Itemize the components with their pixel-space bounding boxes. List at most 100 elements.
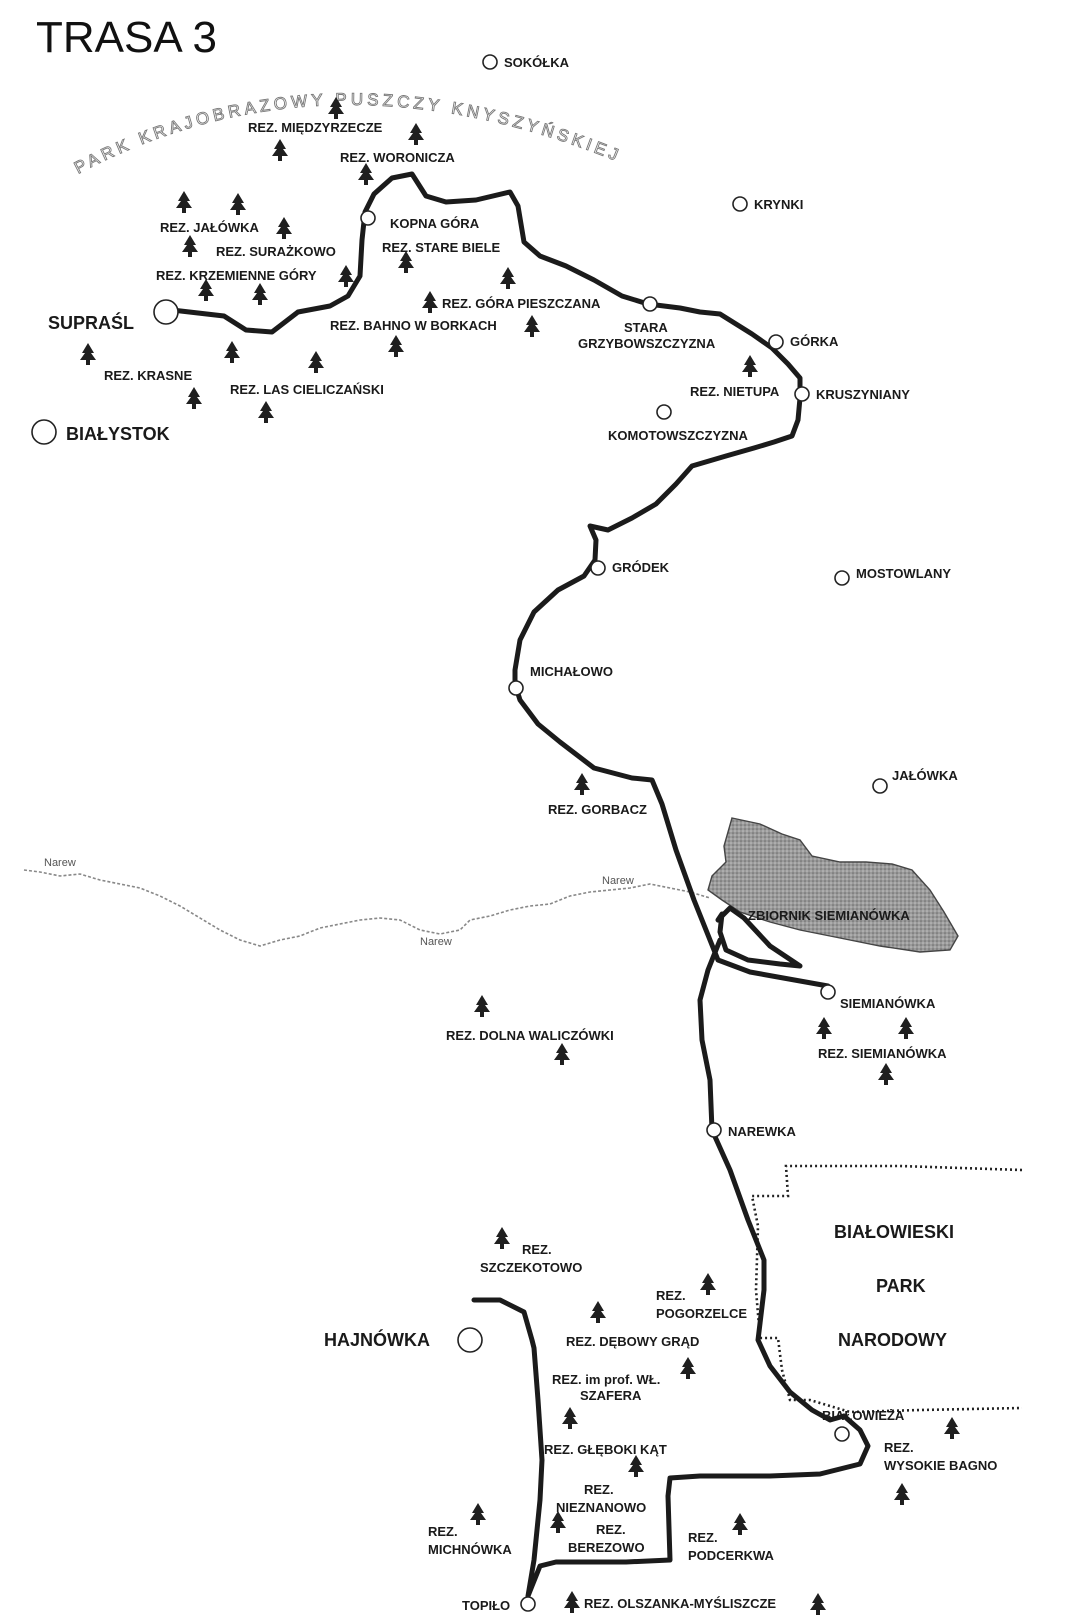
tree-icon xyxy=(590,1301,606,1323)
tree-icon xyxy=(628,1455,644,1477)
hajnowka-label: HAJNÓWKA xyxy=(324,1329,430,1350)
rez-szafera-line2: SZAFERA xyxy=(580,1388,642,1403)
route-to-bialowieza xyxy=(697,937,847,1423)
grodek-label: GRÓDEK xyxy=(612,560,670,575)
bialystok-marker xyxy=(31,419,57,445)
bialowieza-label: BIAŁOWIEŻA xyxy=(822,1408,905,1423)
rez-berezowo-line1: REZ. xyxy=(596,1522,626,1537)
siemianowka-reservoir xyxy=(707,817,959,953)
rez-podcerkwa-line2: PODCERKWA xyxy=(688,1548,775,1563)
reservoir-label: ZBIORNIK SIEMIANÓWKA xyxy=(748,908,910,923)
national-park-line2: PARK xyxy=(876,1276,926,1296)
tree-icon xyxy=(810,1593,826,1615)
rez-bahno-label: REZ. BAHNO W BORKACH xyxy=(330,318,497,333)
komotowszczyzna-label: KOMOTOWSZCZYZNA xyxy=(608,428,748,443)
rez-krasne-label: REZ. KRASNE xyxy=(104,368,192,383)
krynki-marker xyxy=(732,196,748,212)
rez-woronicza-label: REZ. WORONICZA xyxy=(340,150,455,165)
rez-nieznanowo-line2: NIEZNANOWO xyxy=(556,1500,646,1515)
tree-icon xyxy=(700,1273,716,1295)
tree-icon xyxy=(338,265,354,287)
tree-icon xyxy=(182,235,198,257)
tree-icon xyxy=(554,1043,570,1065)
kruszyniany-label: KRUSZYNIANY xyxy=(816,387,910,402)
tree-icon xyxy=(252,283,268,305)
grodek-marker xyxy=(590,560,606,576)
tree-icon xyxy=(894,1483,910,1505)
tree-icon xyxy=(308,351,324,373)
tree-icon xyxy=(524,315,540,337)
rez-dolna-waliczowki-label: REZ. DOLNA WALICZÓWKI xyxy=(446,1028,614,1043)
rez-wysokie-bagno-line2: WYSOKIE BAGNO xyxy=(884,1458,997,1473)
tree-icon xyxy=(258,401,274,423)
route-line xyxy=(169,171,803,963)
komotowszczyzna-marker xyxy=(656,404,672,420)
tree-icon xyxy=(944,1417,960,1439)
krynki-label: KRYNKI xyxy=(754,197,803,212)
route-reservoir-loop xyxy=(715,905,803,969)
route-to-siemianowka xyxy=(715,957,831,989)
tree-icon xyxy=(276,217,292,239)
rez-debowy-grad-label: REZ. DĘBOWY GRĄD xyxy=(566,1334,699,1349)
reserve-trees xyxy=(80,97,960,1615)
siemianowka-label: SIEMIANÓWKA xyxy=(840,996,936,1011)
rez-szczekotowo-line1: REZ. xyxy=(522,1242,552,1257)
tree-icon xyxy=(898,1017,914,1039)
narew-river xyxy=(23,869,711,947)
rez-las-cieliczanski-label: REZ. LAS CIELICZAŃSKI xyxy=(230,382,384,397)
national-park-line3: NARODOWY xyxy=(838,1330,947,1350)
kopna-gora-marker xyxy=(360,210,376,226)
rez-michnowka-line2: MICHNÓWKA xyxy=(428,1542,512,1557)
river-label-west: Narew xyxy=(44,857,76,869)
tree-icon xyxy=(474,995,490,1017)
river-label-east: Narew xyxy=(602,875,634,887)
siemianowka-marker xyxy=(820,984,836,1000)
rez-nieznanowo-line1: REZ. xyxy=(584,1482,614,1497)
sokolka-label: SOKÓŁKA xyxy=(504,55,570,70)
tree-icon xyxy=(388,335,404,357)
rez-olszanka-label: REZ. OLSZANKA-MYŚLISZCZE xyxy=(584,1596,776,1611)
rez-surazkowo-label: REZ. SURAŻKOWO xyxy=(216,244,336,259)
rez-gora-pieszczana-label: REZ. GÓRA PIESZCZANA xyxy=(442,296,601,311)
tree-icon xyxy=(564,1591,580,1613)
rez-szczekotowo-line2: SZCZEKOTOWO xyxy=(480,1260,582,1275)
rez-podcerkwa-line1: REZ. xyxy=(688,1530,718,1545)
rez-stare-biele-label: REZ. STARE BIELE xyxy=(382,240,501,255)
kopna-gora-label: KOPNA GÓRA xyxy=(390,216,480,231)
suprasl-label: SUPRAŚL xyxy=(48,312,134,333)
bialowieza-marker xyxy=(834,1426,850,1442)
tree-icon xyxy=(562,1407,578,1429)
gorka-marker xyxy=(768,334,784,350)
tree-icon xyxy=(742,355,758,377)
tree-icon xyxy=(574,773,590,795)
tree-icon xyxy=(186,387,202,409)
rez-siemianowka-label: REZ. SIEMIANÓWKA xyxy=(818,1046,947,1061)
rez-gleboki-kat-label: REZ. GŁĘBOKI KĄT xyxy=(544,1442,667,1457)
narewka-marker xyxy=(706,1122,722,1138)
river-label-middle: Narew xyxy=(420,936,452,948)
rez-wysokie-bagno-line1: REZ. xyxy=(884,1440,914,1455)
stara-grzybowszczyzna-marker xyxy=(642,296,658,312)
tree-icon xyxy=(230,193,246,215)
tree-icon xyxy=(358,163,374,185)
national-park-line1: BIAŁOWIESKI xyxy=(834,1222,954,1242)
rez-szafera-line1: REZ. im prof. WŁ. xyxy=(552,1372,660,1387)
sokolka-marker xyxy=(482,54,498,70)
stara-label-line1: STARA xyxy=(624,320,668,335)
tree-icon xyxy=(494,1227,510,1249)
michalowo-label: MICHAŁOWO xyxy=(530,664,613,679)
jalowka-label: JAŁÓWKA xyxy=(892,768,958,783)
national-park-border xyxy=(750,1164,1023,1414)
tree-icon xyxy=(224,341,240,363)
mostowlany-label: MOSTOWLANY xyxy=(856,566,951,581)
tree-icon xyxy=(680,1357,696,1379)
michalowo-marker xyxy=(508,680,524,696)
rez-michnowka-line1: REZ. xyxy=(428,1524,458,1539)
rez-nietupa-label: REZ. NIETUPA xyxy=(690,384,780,399)
tree-icon xyxy=(80,343,96,365)
tree-icon xyxy=(408,123,424,145)
topilo-marker xyxy=(520,1596,536,1612)
rez-gorbacz-label: REZ. GORBACZ xyxy=(548,802,647,817)
rez-pogorzelce-line1: REZ. xyxy=(656,1288,686,1303)
